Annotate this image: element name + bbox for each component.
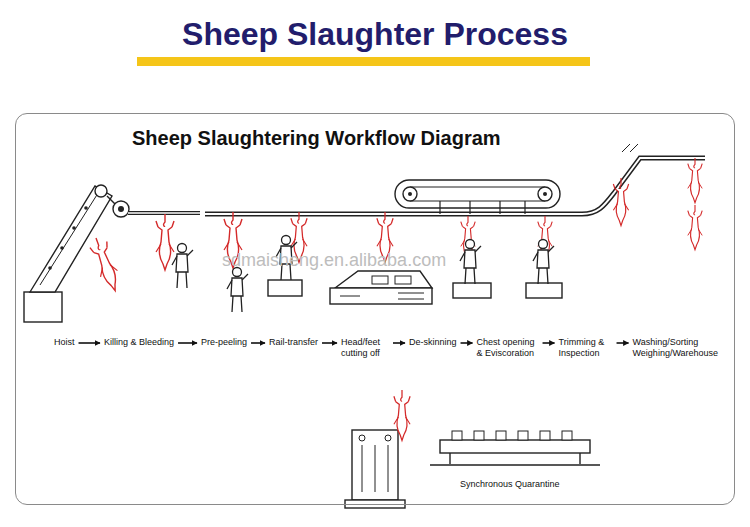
workers <box>172 236 554 313</box>
watermark: sdmaisheng.en.alibaba.com <box>222 250 446 271</box>
overhead-rail <box>622 144 638 152</box>
flow-arrow <box>322 342 337 344</box>
flow-arrow <box>251 342 265 344</box>
process-step: Killing & Bleeding <box>103 337 175 348</box>
work-platform <box>453 283 491 298</box>
process-step: Hoist <box>53 337 76 348</box>
workers <box>172 244 193 289</box>
cutting-machine <box>330 271 432 304</box>
process-step: Chest opening & Eviscoration <box>476 337 540 359</box>
process-step: Rail-transfer <box>268 337 319 348</box>
flow-arrow <box>617 342 629 344</box>
step-label: Trimming & Inspection <box>559 337 613 359</box>
cutting-machine <box>330 288 432 304</box>
inspection-conveyor <box>452 431 462 440</box>
hoist-conveyor <box>24 292 62 322</box>
sheep-carcasses <box>613 178 628 226</box>
inspection-conveyor <box>430 453 600 465</box>
hoist-conveyor <box>72 226 76 230</box>
inspection-conveyor <box>430 431 600 465</box>
step-label: Washing/Sorting Weighing/Warehouse <box>633 337 731 359</box>
belt-conveyor <box>395 180 560 208</box>
process-step: Pre-peeling <box>200 337 248 348</box>
hoist-conveyor <box>84 206 88 210</box>
quarantine-machine <box>385 435 391 441</box>
hoist-conveyor <box>40 190 100 285</box>
sheep-carcasses <box>88 158 703 294</box>
flow-arrow <box>79 342 100 344</box>
flow-arrow <box>393 342 405 344</box>
hoist-conveyor <box>24 185 129 322</box>
caption-label: Synchronous Quarantine <box>460 479 560 489</box>
process-step: Head/feet cutting off <box>340 337 390 359</box>
step-label: Killing & Bleeding <box>104 337 174 348</box>
quarantine-machine <box>394 390 410 440</box>
work-platform <box>268 280 562 298</box>
sheep-carcasses <box>156 214 174 270</box>
hoist-conveyor <box>95 185 107 197</box>
process-step: Trimming & Inspection <box>558 337 614 359</box>
sheep-carcasses <box>688 205 702 250</box>
work-platform <box>526 283 562 298</box>
step-label: Hoist <box>54 337 75 348</box>
step-label: Head/feet cutting off <box>341 337 389 359</box>
overhead-rail <box>205 158 705 214</box>
cutting-machine <box>335 271 432 288</box>
belt-conveyor <box>395 180 560 214</box>
inspection-conveyor <box>440 440 590 453</box>
hoist-conveyor <box>118 206 124 212</box>
page-title: Sheep Slaughter Process <box>0 16 750 53</box>
step-label: Chest opening & Eviscoration <box>477 337 539 359</box>
belt-conveyor <box>403 187 417 201</box>
hoist-conveyor <box>107 196 115 204</box>
work-platform <box>268 280 302 296</box>
cutting-machine <box>372 276 388 284</box>
inspection-conveyor <box>540 431 550 440</box>
belt-conveyor <box>543 192 547 196</box>
hoist-conveyor <box>30 186 112 292</box>
workers <box>227 268 248 313</box>
inspection-conveyor <box>518 431 528 440</box>
overhead-rail <box>128 212 200 214</box>
quarantine-machine <box>352 430 398 500</box>
hoist-conveyor <box>60 246 64 250</box>
quarantine-machine <box>359 435 365 441</box>
workers <box>533 240 554 285</box>
flow-arrow <box>543 342 555 344</box>
belt-conveyor <box>538 187 552 201</box>
sheep-carcasses <box>688 158 702 203</box>
inspection-conveyor <box>474 431 484 440</box>
step-label: Pre-peeling <box>201 337 247 348</box>
belt-conveyor <box>440 201 525 214</box>
quarantine-machine <box>345 390 410 508</box>
quarantine-machine <box>345 500 405 508</box>
cutting-machine <box>340 293 424 299</box>
step-label: De-skinning <box>409 337 457 348</box>
workers <box>460 240 481 285</box>
quarantine-machine <box>362 445 388 492</box>
flow-arrow <box>461 342 473 344</box>
process-step: De-skinning <box>408 337 458 348</box>
overhead-rail <box>205 158 705 214</box>
belt-conveyor <box>410 187 545 201</box>
diagram-frame: Sheep Slaughtering Workflow DiagramHoist… <box>15 113 735 505</box>
cutting-machine <box>395 276 411 284</box>
sheep-carcasses <box>88 235 124 294</box>
inspection-conveyor <box>496 431 506 440</box>
flow-arrow <box>178 342 197 344</box>
process-step: Washing/Sorting Weighing/Warehouse <box>632 337 732 359</box>
belt-conveyor <box>408 192 412 196</box>
title-underline <box>137 57 590 66</box>
hoist-conveyor <box>48 266 52 270</box>
step-label: Rail-transfer <box>269 337 318 348</box>
inspection-conveyor <box>562 431 572 440</box>
overhead-rail <box>128 211 200 215</box>
diagram-heading: Sheep Slaughtering Workflow Diagram <box>132 127 501 150</box>
hoist-conveyor <box>113 201 129 217</box>
